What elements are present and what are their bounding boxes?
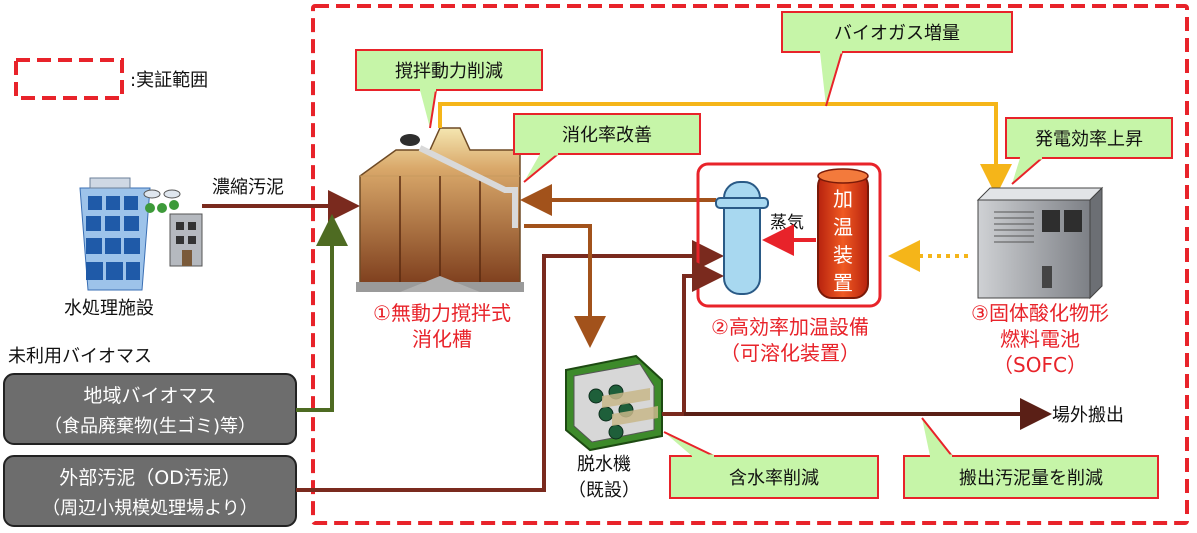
callout-stirring-text: 撹拌動力削減	[395, 61, 503, 82]
heater-char-1: 加	[833, 187, 853, 211]
water-treatment-plant-icon	[79, 177, 203, 291]
sofc-label-line2: 燃料電池	[1000, 327, 1080, 351]
legend-label: :実証範囲	[130, 70, 208, 91]
offsite-label: 場外搬出	[1052, 405, 1124, 426]
callout-digestion	[513, 113, 701, 183]
heater-label-line2: （可溶化装置）	[720, 341, 860, 365]
sofc-label-line3: （SOFC）	[993, 353, 1087, 377]
callout-digestion-text: 消化率改善	[562, 125, 652, 146]
heater-char-3: 装	[833, 243, 853, 267]
callout-moisture	[663, 431, 879, 499]
digester-tank-icon	[356, 127, 524, 292]
thickened-sludge-label: 濃縮汚泥	[212, 177, 284, 198]
callout-power-text: 発電効率上昇	[1035, 129, 1143, 150]
digester-label-line2: 消化槽	[412, 327, 472, 351]
regional-biomass-line1: 地域バイオマス	[83, 385, 216, 407]
biogas-line	[438, 102, 1012, 196]
digester-to-dewater-line	[524, 224, 606, 348]
dewater-label-line2: （既設）	[568, 480, 640, 501]
external-sludge-line	[296, 240, 724, 492]
callout-biogas-text: バイオガス増量	[834, 23, 960, 44]
regional-biomass-line2: （食品廃棄物(生ゴミ)等）	[44, 416, 256, 437]
heater-cylinder-icon	[817, 168, 869, 299]
heater-char-2: 温	[833, 215, 853, 239]
callout-power	[1005, 117, 1173, 185]
callout-stirring	[355, 49, 543, 129]
legend-dashed-box-icon	[14, 58, 124, 100]
dewater-label-line1: 脱水機	[577, 454, 631, 475]
external-sludge-line1: 外部汚泥（OD汚泥）	[59, 467, 241, 489]
biomass-feed-arrow	[296, 214, 348, 412]
callout-export	[903, 417, 1159, 499]
sofc-label-line1: ③固体酸化物形	[971, 301, 1109, 325]
dewatering-machine-icon	[565, 354, 663, 452]
callout-moisture-text: 含水率削減	[729, 468, 819, 489]
heater-char-4: 置	[833, 271, 853, 295]
solubilizer-column-icon	[715, 181, 769, 295]
legend: :実証範囲	[14, 58, 208, 100]
sofc-unit-icon	[976, 186, 1104, 300]
water-treatment-plant-label: 水処理施設	[64, 298, 154, 319]
callout-biogas	[781, 11, 1013, 107]
digester-label-line1: ①無動力撹拌式	[373, 301, 511, 325]
heater-label-line1: ②高効率加温設備	[711, 315, 869, 339]
steam-label: 蒸気	[770, 213, 804, 233]
callout-export-text: 搬出汚泥量を削減	[959, 468, 1103, 489]
external-sludge-line2: （周辺小規模処理場より）	[42, 498, 258, 519]
heater-frame	[696, 162, 882, 308]
unused-biomass-title: 未利用バイオマス	[8, 346, 152, 367]
filtrate-return-line	[662, 260, 724, 416]
